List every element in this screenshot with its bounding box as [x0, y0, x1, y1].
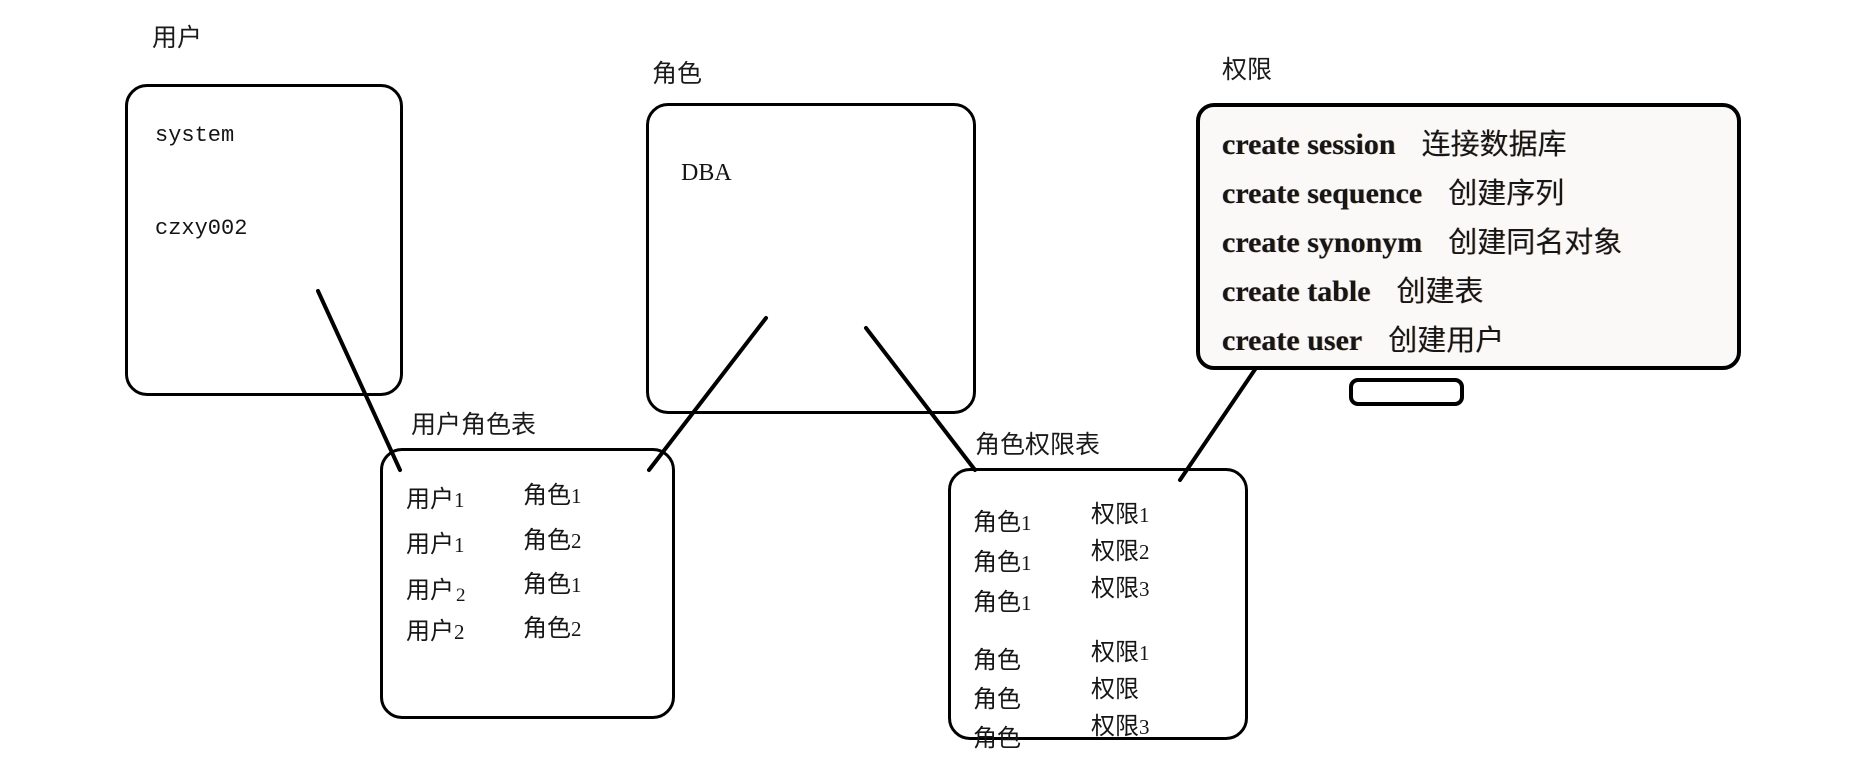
table-row[interactable]: 用户1	[406, 533, 465, 557]
cell-privilege: 权限	[1091, 576, 1139, 602]
user-box[interactable]: system czxy002	[125, 84, 403, 396]
cell-privilege-num: 1	[1139, 503, 1150, 527]
cell-privilege-num: 3	[1139, 715, 1150, 739]
cell-role-num: 1	[1021, 511, 1032, 535]
privilege-meaning: 创建表	[1396, 276, 1484, 308]
privilege-command: create sequence	[1222, 177, 1423, 210]
privilege-meaning: 创建序列	[1448, 178, 1565, 210]
privilege-meaning: 连接数据库	[1421, 129, 1567, 161]
cell-privilege: 权限	[1091, 714, 1139, 740]
cell-role: 角色	[523, 483, 571, 509]
cell-user: 用户	[406, 619, 454, 645]
table-row[interactable]: 角色2	[523, 529, 582, 553]
cell-privilege: 权限	[1091, 502, 1139, 528]
privilege-row[interactable]: create table 创建表	[1222, 268, 1727, 317]
link-privilege-to-role-privilege-table	[1178, 363, 1260, 482]
role-box[interactable]: DBA	[646, 103, 976, 414]
table-row[interactable]: 用户2	[406, 620, 465, 644]
privilege-box[interactable]: create session 连接数据库 create sequence 创建序…	[1196, 103, 1741, 370]
cell-user: 用户	[406, 487, 454, 513]
cell-role: 角色	[973, 590, 1021, 616]
cell-user-num: 1	[454, 533, 465, 557]
cell-role: 角色	[973, 726, 1021, 752]
table-cell-privilege[interactable]: 权限1	[1091, 641, 1150, 665]
cell-role: 角色	[523, 616, 571, 642]
cell-privilege-num: 3	[1139, 577, 1150, 601]
table-cell-role[interactable]: 角色	[973, 649, 1021, 673]
cell-privilege: 权限	[1091, 677, 1139, 703]
cell-user-num: 2	[456, 585, 466, 606]
table-row[interactable]: 角色2	[523, 617, 582, 641]
privilege-row[interactable]: create sequence 创建序列	[1222, 170, 1727, 219]
privilege-command: create synonym	[1222, 226, 1423, 259]
table-cell-role[interactable]: 角色1	[973, 591, 1032, 615]
cell-user-num: 1	[454, 488, 465, 512]
user-entry-czxy002: czxy002	[155, 216, 248, 241]
role-privilege-table-box[interactable]: 角色1 角色1 角色1 角色 角色 角色 权限1 权限2 权限3 权限1	[948, 468, 1248, 751]
cell-privilege-num: 2	[1139, 540, 1150, 564]
cell-role: 角色	[973, 510, 1021, 536]
cell-role-num: 2	[571, 617, 582, 641]
cell-role-num: 1	[1021, 551, 1032, 575]
cell-role-num: 2	[571, 529, 582, 553]
privilege-command: create user	[1222, 324, 1363, 357]
privilege-meaning: 创建用户	[1388, 325, 1505, 357]
table-cell-role[interactable]: 角色	[973, 688, 1021, 712]
user-caption: 用户	[152, 25, 203, 52]
cell-role-num: 1	[571, 573, 582, 597]
empty-rounded-stub[interactable]	[1349, 378, 1464, 406]
cell-role: 角色	[973, 648, 1021, 674]
privilege-meaning: 创建同名对象	[1448, 227, 1623, 259]
cell-privilege: 权限	[1091, 640, 1139, 666]
privilege-list: create session 连接数据库 create sequence 创建序…	[1222, 121, 1727, 366]
table-cell-role[interactable]: 角色1	[973, 551, 1032, 575]
cell-role-num: 1	[571, 484, 582, 508]
cell-role: 角色	[523, 572, 571, 598]
cell-user-num: 2	[454, 620, 465, 644]
cell-role: 角色	[973, 687, 1021, 713]
table-cell-role[interactable]: 角色1	[973, 511, 1032, 535]
cell-role: 角色	[523, 528, 571, 554]
cell-privilege: 权限	[1091, 539, 1139, 565]
privilege-row[interactable]: create synonym 创建同名对象	[1222, 219, 1727, 268]
role-entry-dba: DBA	[681, 160, 732, 186]
privilege-command: create table	[1222, 275, 1371, 308]
privilege-command: create session	[1222, 128, 1396, 161]
role-privilege-table-caption: 角色权限表	[975, 432, 1101, 459]
privilege-row[interactable]: create session 连接数据库	[1222, 121, 1727, 170]
table-cell-privilege[interactable]: 权限1	[1091, 503, 1150, 527]
table-cell-privilege[interactable]: 权限	[1091, 678, 1139, 702]
cell-user: 用户	[406, 578, 454, 604]
user-role-table-caption: 用户角色表	[411, 412, 537, 439]
table-cell-role[interactable]: 角色	[973, 727, 1021, 751]
cell-privilege-num: 1	[1139, 641, 1150, 665]
privilege-caption: 权限	[1222, 57, 1273, 84]
table-row[interactable]: 角色1	[523, 484, 582, 508]
table-row[interactable]: 用户1	[406, 488, 465, 512]
privilege-row[interactable]: create user 创建用户	[1222, 317, 1727, 366]
table-cell-privilege[interactable]: 权限3	[1091, 577, 1150, 601]
role-caption: 角色	[652, 61, 703, 88]
cell-role: 角色	[973, 550, 1021, 576]
cell-user: 用户	[406, 532, 454, 558]
table-cell-privilege[interactable]: 权限2	[1091, 540, 1150, 564]
user-entry-system: system	[155, 123, 235, 148]
table-cell-privilege[interactable]: 权限3	[1091, 715, 1150, 739]
cell-role-num: 1	[1021, 591, 1032, 615]
table-row[interactable]: 角色1	[523, 573, 582, 597]
